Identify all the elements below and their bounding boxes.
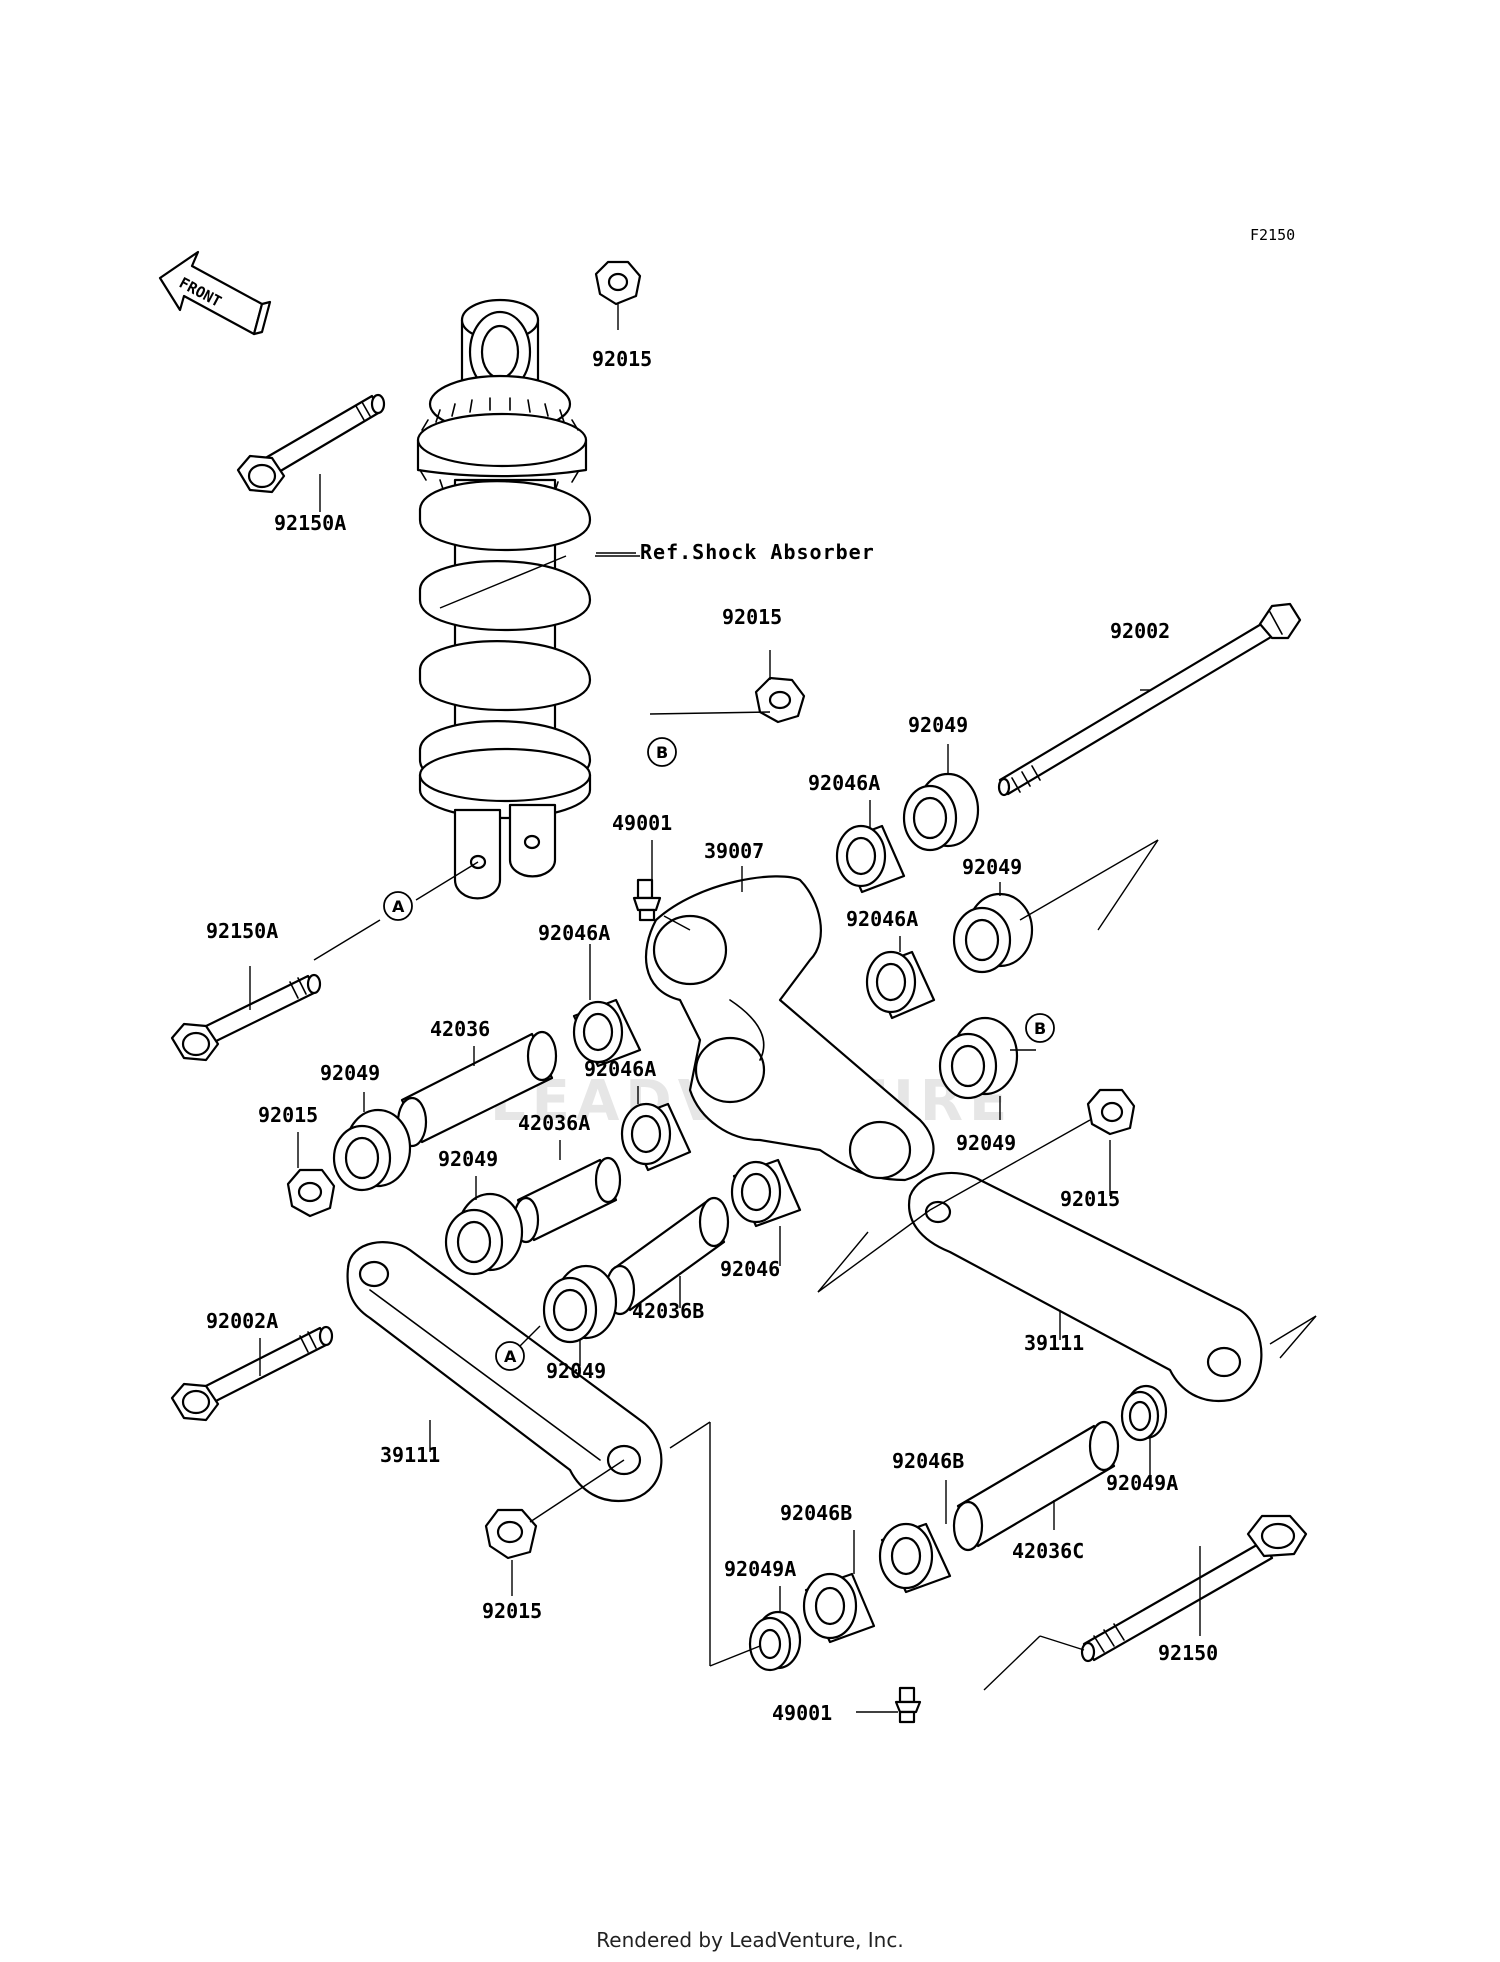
part-label: 92046B bbox=[780, 1501, 852, 1525]
part-label: 39111 bbox=[380, 1443, 440, 1467]
bearing-92046a-middle bbox=[620, 1102, 692, 1172]
part-label: 92150A bbox=[274, 511, 346, 535]
bearing-92046a-right bbox=[865, 950, 936, 1020]
washer-92049-lower bbox=[542, 1264, 618, 1344]
part-label: 92049 bbox=[546, 1359, 606, 1383]
callout-b-lower: B bbox=[1025, 1013, 1055, 1043]
bearing-92046b-lower bbox=[802, 1572, 876, 1644]
nut-92015-left bbox=[286, 1168, 336, 1218]
callout-a-upper-label: A bbox=[392, 897, 405, 916]
sleeve-42036c bbox=[952, 1420, 1120, 1552]
nut-92015-bottom bbox=[484, 1508, 538, 1560]
diagram-code: F2150 bbox=[1250, 226, 1295, 244]
washer-92049-right-upper bbox=[952, 892, 1034, 974]
footer-credit: Rendered by LeadVenture, Inc. bbox=[596, 1928, 904, 1952]
rocker-arm-39007 bbox=[644, 875, 935, 1182]
part-label: 39007 bbox=[704, 839, 764, 863]
callout-b-upper: B bbox=[647, 737, 677, 767]
part-label: 92015 bbox=[258, 1103, 318, 1127]
sleeve-42036a bbox=[512, 1156, 622, 1244]
part-label: 92046A bbox=[584, 1057, 656, 1081]
washer-92049a-lower bbox=[748, 1610, 802, 1672]
bolt-92150a-upper bbox=[236, 393, 386, 494]
part-label: 42036B bbox=[632, 1299, 704, 1323]
bolt-92150a-lower bbox=[170, 973, 322, 1062]
callout-b-upper-label: B bbox=[656, 743, 668, 762]
washer-92049-center bbox=[444, 1192, 524, 1276]
nut-92015-mid bbox=[754, 676, 806, 724]
bolt-92150 bbox=[1080, 1514, 1308, 1663]
part-label: 92049 bbox=[438, 1147, 498, 1171]
part-label: 92049A bbox=[1106, 1471, 1178, 1495]
bearing-92046a-left bbox=[572, 998, 642, 1068]
part-label: 92015 bbox=[482, 1599, 542, 1623]
front-arrow-icon: FRONT bbox=[158, 250, 272, 336]
part-label: 92002 bbox=[1110, 619, 1170, 643]
link-rod-39111-right bbox=[907, 1171, 1263, 1403]
washer-92049-top bbox=[902, 772, 980, 852]
part-label: 92150A bbox=[206, 919, 278, 943]
bolt-92002 bbox=[997, 602, 1302, 797]
shock-absorber bbox=[416, 298, 592, 900]
part-label: 42036A bbox=[518, 1111, 590, 1135]
bearing-92046b-upper bbox=[878, 1522, 952, 1594]
grease-nipple-49001-upper bbox=[632, 878, 662, 922]
callout-a-lower-label: A bbox=[504, 1347, 517, 1366]
sleeve-42036b bbox=[604, 1196, 730, 1316]
part-label: 49001 bbox=[772, 1701, 832, 1725]
part-label: 92046A bbox=[538, 921, 610, 945]
bearing-92046 bbox=[730, 1158, 802, 1228]
part-label: 92049 bbox=[320, 1061, 380, 1085]
callout-b-lower-label: B bbox=[1034, 1019, 1046, 1038]
callout-a-upper: A bbox=[383, 891, 413, 921]
part-label: 92046 bbox=[720, 1257, 780, 1281]
part-label: 92049 bbox=[956, 1131, 1016, 1155]
nut-92015-right bbox=[1086, 1088, 1136, 1136]
part-label: 49001 bbox=[612, 811, 672, 835]
washer-92049-right-lower bbox=[938, 1016, 1019, 1100]
part-label: 42036C bbox=[1012, 1539, 1084, 1563]
washer-92049a-right bbox=[1120, 1384, 1168, 1442]
part-label: 92015 bbox=[722, 605, 782, 629]
part-label: 92049 bbox=[908, 713, 968, 737]
part-label: 92002A bbox=[206, 1309, 278, 1333]
part-label: 92015 bbox=[592, 347, 652, 371]
washer-92049-left bbox=[332, 1108, 412, 1192]
part-label: 92049 bbox=[962, 855, 1022, 879]
part-label: 92150 bbox=[1158, 1641, 1218, 1665]
ref-shock-absorber-label: Ref.Shock Absorber bbox=[640, 540, 875, 564]
grease-nipple-49001-lower bbox=[894, 1686, 922, 1724]
nut-92015-top bbox=[594, 260, 642, 306]
part-label: 92046A bbox=[846, 907, 918, 931]
part-label: 92049A bbox=[724, 1557, 796, 1581]
part-label: 39111 bbox=[1024, 1331, 1084, 1355]
part-label: 92046A bbox=[808, 771, 880, 795]
part-label: 92015 bbox=[1060, 1187, 1120, 1211]
bolt-92002a bbox=[170, 1325, 334, 1422]
part-label: 42036 bbox=[430, 1017, 490, 1041]
callout-a-lower: A bbox=[495, 1341, 525, 1371]
bearing-92046a-top bbox=[835, 824, 906, 894]
part-label: 92046B bbox=[892, 1449, 964, 1473]
leader-lines bbox=[249, 304, 1317, 1713]
